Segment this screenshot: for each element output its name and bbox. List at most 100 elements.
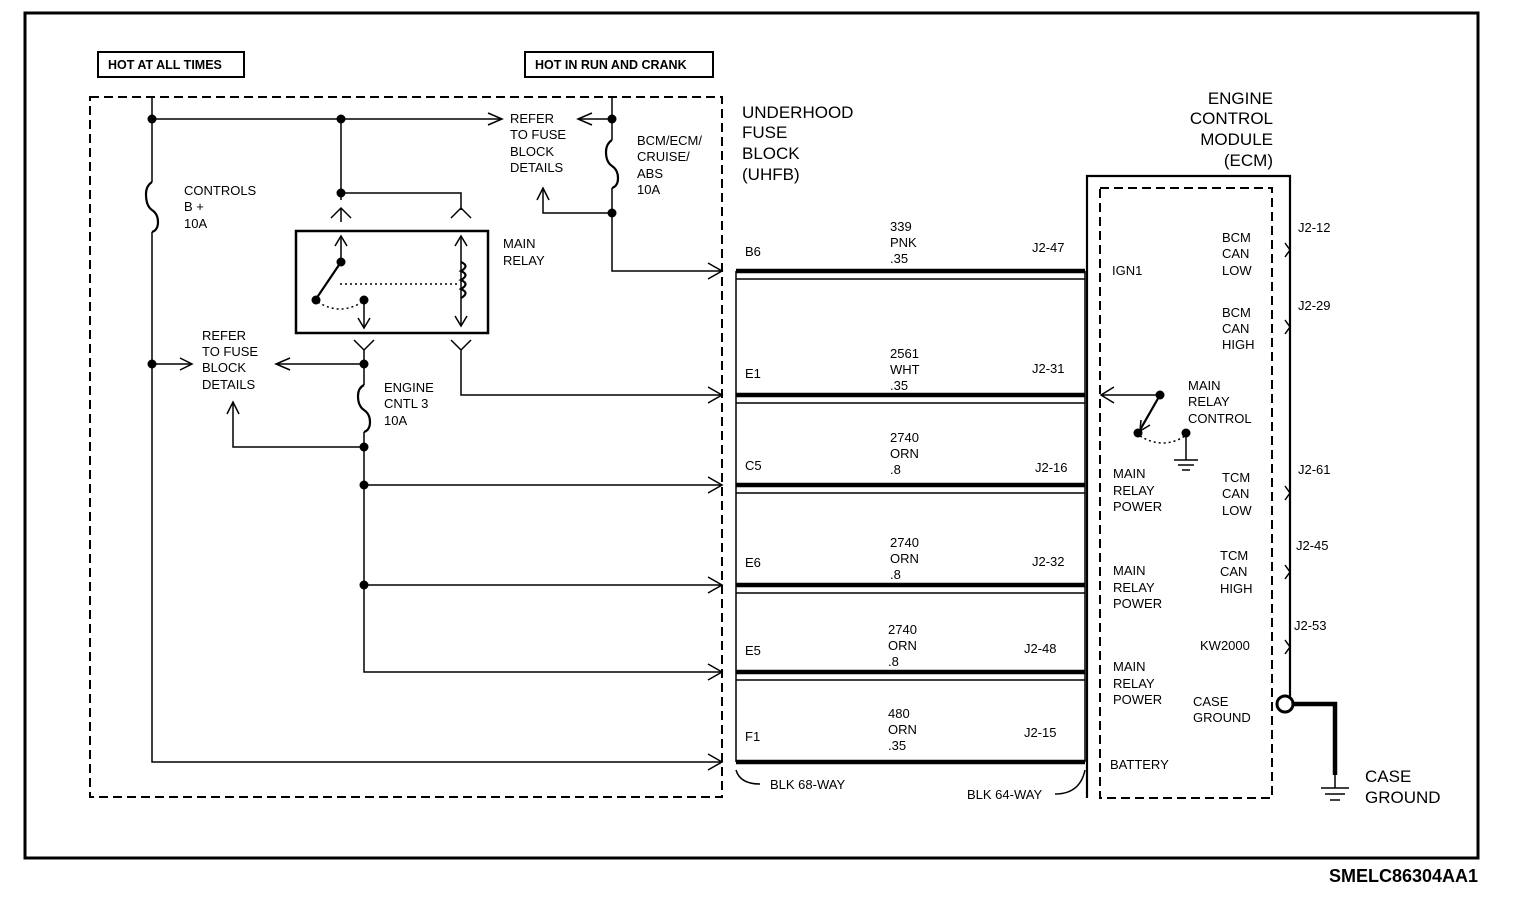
uhfb-title-3: BLOCK xyxy=(742,144,800,163)
refer-top-1: REFER xyxy=(510,111,554,126)
ecm-case-ground-2: GROUND xyxy=(1193,710,1251,725)
ecm-title-4: (ECM) xyxy=(1224,151,1273,170)
wire-339-2: PNK xyxy=(890,235,917,250)
ecm-bcm-low-2: CAN xyxy=(1222,246,1249,261)
connector-relay-out-2 xyxy=(450,339,722,396)
case-ground-label-1: CASE xyxy=(1365,767,1411,786)
ecm-pin-j2-48: J2-48 xyxy=(1024,641,1057,656)
ecm-tcm-low-3: LOW xyxy=(1222,503,1252,518)
diagram-code: SMELC86304AA1 xyxy=(1329,866,1478,886)
arrow-refer-top xyxy=(487,112,504,126)
arrow-refer-top-right xyxy=(576,112,593,126)
fuse-engine-2: CNTL 3 xyxy=(384,396,428,411)
blk64-label: BLK 64-WAY xyxy=(967,787,1042,802)
ecm-battery: BATTERY xyxy=(1110,757,1169,772)
trunk-lower xyxy=(151,232,722,763)
wire-2740c-3: .8 xyxy=(888,654,899,669)
blk68-label: BLK 68-WAY xyxy=(770,777,845,792)
ecm-pin-j2-12: J2-12 xyxy=(1298,220,1331,235)
wire-2740b-3: .8 xyxy=(890,567,901,582)
refer-left-3: BLOCK xyxy=(202,360,246,375)
refer-left-1: REFER xyxy=(202,328,246,343)
ecm-title-2: CONTROL xyxy=(1190,109,1273,128)
hot-at-all-times-box xyxy=(97,51,245,78)
wire-2740a-2: ORN xyxy=(890,446,919,461)
circuit-wires xyxy=(736,268,1085,765)
ecm-relay-control-2: RELAY xyxy=(1188,394,1230,409)
ecm-power2-3: POWER xyxy=(1113,596,1162,611)
hot-in-run-label: HOT IN RUN AND CRANK xyxy=(535,58,687,72)
wire-2740c-2: ORN xyxy=(888,638,917,653)
ecm-power2-2: RELAY xyxy=(1113,580,1155,595)
uhfb-pin-c5: C5 xyxy=(745,458,762,473)
relay-contact-arrow xyxy=(334,234,348,247)
wire-480-3: .35 xyxy=(888,738,906,753)
main-relay-label-2: RELAY xyxy=(503,253,545,268)
ecm-case-ground-1: CASE xyxy=(1193,694,1229,709)
ecm-title-3: MODULE xyxy=(1200,130,1273,149)
ecm-tcm-high-2: CAN xyxy=(1220,564,1247,579)
relay-out-arrow xyxy=(357,317,371,330)
ecm-pin-j2-45: J2-45 xyxy=(1296,538,1329,553)
ecm-ign1: IGN1 xyxy=(1112,263,1142,278)
fuse-engine-1: ENGINE xyxy=(384,380,434,395)
uhfb-title-2: FUSE xyxy=(742,123,787,142)
ecm-bcm-high-3: HIGH xyxy=(1222,337,1255,352)
wire-bcm-fuse-down xyxy=(611,188,722,272)
fuse-engine-3: 10A xyxy=(384,413,407,428)
ecm-outer-line xyxy=(1085,174,1292,798)
ecm-tcm-low-1: TCM xyxy=(1222,470,1250,485)
ecm-relay-control-arrow xyxy=(1099,386,1160,404)
ecm-bcm-low-3: LOW xyxy=(1222,263,1252,278)
case-ground-symbol xyxy=(1321,775,1349,801)
ecm-pin-j2-32: J2-32 xyxy=(1032,554,1065,569)
fuse-bcm-1: BCM/ECM/ xyxy=(637,133,702,148)
uhfb-title-1: UNDERHOOD xyxy=(742,103,853,122)
arrow-refer-left-up xyxy=(226,400,240,415)
case-ground-wire xyxy=(1293,701,1338,775)
wire-2740a-3: .8 xyxy=(890,462,901,477)
wire-refer-top-up xyxy=(542,190,612,214)
ecm-pin-j2-61: J2-61 xyxy=(1298,462,1331,477)
uhfb-dashed-outline xyxy=(89,96,723,798)
uhfb-pin-f1: F1 xyxy=(745,729,760,744)
ecm-power1-3: POWER xyxy=(1113,499,1162,514)
wire-2561-1: 2561 xyxy=(890,346,919,361)
diagram-frame xyxy=(23,11,1480,860)
arrow-refer-left xyxy=(179,357,194,371)
ecm-pin-j2-47: J2-47 xyxy=(1032,240,1065,255)
uhfb-pin-e1: E1 xyxy=(745,366,761,381)
uhfb-pin-e5: E5 xyxy=(745,643,761,658)
wire-2740b-2: ORN xyxy=(890,551,919,566)
relay-coil-arrow-top xyxy=(454,234,468,247)
ecm-title-1: ENGINE xyxy=(1208,89,1273,108)
uhfb-pin-b6: B6 xyxy=(745,244,761,259)
wire-2740a-1: 2740 xyxy=(890,430,919,445)
relay-coil-arrow-bot xyxy=(454,315,468,328)
ecm-switch-arc xyxy=(1139,435,1186,444)
ecm-power3-2: RELAY xyxy=(1113,676,1155,691)
case-ground-terminal xyxy=(1275,694,1295,714)
wire-engine-fuse-down xyxy=(363,432,722,673)
case-ground-label-2: GROUND xyxy=(1365,788,1441,807)
uhfb-title-4: (UHFB) xyxy=(742,165,800,184)
relay-contact-arc xyxy=(317,301,363,310)
ecm-tcm-high-3: HIGH xyxy=(1220,581,1253,596)
ecm-kw2000: KW2000 xyxy=(1200,638,1250,653)
refer-top-2: TO FUSE xyxy=(510,127,566,142)
wire-relay-branch xyxy=(341,192,462,210)
main-relay-box xyxy=(294,229,490,335)
wire-refer-left-up xyxy=(232,404,364,448)
ecm-power3-3: POWER xyxy=(1113,692,1162,707)
uhfb-input-arrows xyxy=(707,262,724,771)
fuse-controls-3: 10A xyxy=(184,216,207,231)
fuse-bcm-4: 10A xyxy=(637,182,660,197)
ecm-bcm-high-2: CAN xyxy=(1222,321,1249,336)
refer-top-4: DETAILS xyxy=(510,160,564,175)
ecm-dashed-outline xyxy=(1099,187,1273,799)
connector-relay-in-2 xyxy=(450,206,472,219)
refer-top-3: BLOCK xyxy=(510,144,554,159)
refer-left-4: DETAILS xyxy=(202,377,256,392)
ecm-pin-j2-31: J2-31 xyxy=(1032,361,1065,376)
connector-relay-in-1 xyxy=(330,206,352,222)
